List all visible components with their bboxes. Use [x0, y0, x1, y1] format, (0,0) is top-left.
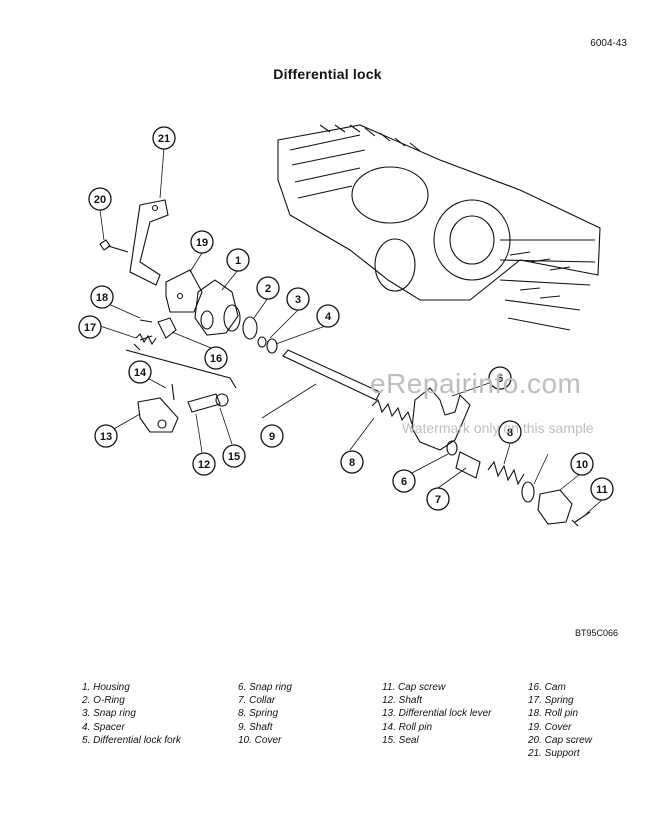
callout-9: 9	[260, 424, 284, 448]
figure-code: BT95C066	[574, 628, 618, 638]
legend-item: 4. Spacer	[82, 721, 125, 733]
callout-7: 7	[426, 487, 450, 511]
callout-18: 18	[90, 285, 114, 309]
callout-19: 19	[190, 230, 214, 254]
page-title: Differential lock	[273, 66, 382, 82]
legend-item: 21. Support	[528, 748, 580, 760]
callouts: 21 20 19 1 2 3 4 18 17 16 14 5 13 9 8 8 …	[78, 126, 614, 511]
svg-text:13: 13	[100, 431, 112, 443]
svg-text:2: 2	[265, 283, 271, 295]
legend-item: 5. Differential lock fork	[82, 734, 181, 746]
legend-item: 11. Cap screw	[382, 682, 446, 693]
legend-item: 10. Cover	[238, 734, 282, 746]
callout-20: 20	[88, 187, 112, 211]
svg-text:11: 11	[596, 484, 608, 496]
callout-13: 13	[94, 424, 118, 448]
spring	[371, 398, 413, 425]
svg-text:16: 16	[210, 353, 222, 365]
legend-item: 20. Cap screw	[528, 734, 592, 746]
callout-1: 1	[226, 248, 250, 272]
callout-17: 17	[78, 315, 102, 339]
callout-10: 10	[570, 452, 594, 476]
svg-text:7: 7	[435, 494, 441, 506]
svg-text:1: 1	[235, 255, 241, 267]
legend-item: 6. Snap ring	[238, 682, 292, 693]
differential-lock-lever	[137, 397, 179, 433]
callout-2: 2	[256, 276, 280, 300]
support	[129, 199, 169, 286]
page-number: 6004-43	[590, 38, 627, 49]
shaft	[282, 349, 381, 401]
spring-17	[135, 333, 157, 346]
callout-3: 3	[286, 287, 310, 311]
callout-14: 14	[128, 360, 152, 384]
cover	[165, 269, 203, 313]
legend-item: 13. Differential lock lever	[382, 708, 492, 720]
roll-pin-14	[171, 383, 175, 401]
collar	[455, 451, 481, 479]
svg-text:15: 15	[228, 451, 240, 463]
legend-column: 1. Housing 2. O-Ring 3. Snap ring 4. Spa…	[82, 681, 238, 760]
svg-text:20: 20	[94, 194, 106, 206]
svg-text:10: 10	[576, 459, 588, 471]
svg-text:3: 3	[295, 294, 301, 306]
callout-15: 15	[222, 444, 246, 468]
legend-column: 16. Cam 17. Spring 18. Roll pin 19. Cove…	[528, 681, 628, 760]
svg-text:8: 8	[507, 427, 513, 439]
watermark-note: Watermark only on this sample	[402, 420, 594, 436]
callout-5: 5	[488, 366, 512, 390]
legend-item: 8. Spring	[238, 708, 279, 720]
differential-lock-fork	[411, 387, 471, 451]
legend-item: 7. Collar	[238, 695, 276, 707]
o-ring	[242, 316, 258, 340]
svg-text:14: 14	[134, 367, 147, 379]
roll-pin-18	[139, 319, 153, 323]
svg-text:5: 5	[497, 373, 503, 385]
svg-text:19: 19	[196, 237, 208, 249]
legend-item: 9. Shaft	[238, 721, 273, 733]
watermark: eRepairinfo.com	[370, 368, 582, 399]
svg-text:17: 17	[84, 322, 96, 334]
cam	[157, 317, 177, 339]
legend-item: 3. Snap ring	[82, 708, 136, 720]
callout-11: 11	[590, 477, 614, 501]
callout-6: 6	[392, 469, 416, 493]
callout-21: 21	[152, 126, 176, 150]
legend-item: 1. Housing	[82, 682, 130, 693]
svg-text:8: 8	[349, 457, 355, 469]
callout-8: 8	[498, 420, 522, 444]
callout-16: 16	[204, 346, 228, 370]
callout-8b: 8	[340, 450, 364, 474]
svg-text:18: 18	[96, 292, 108, 304]
axle-housing	[277, 124, 601, 331]
svg-text:21: 21	[158, 133, 170, 145]
housing	[194, 279, 239, 336]
legend-item: 12. Shaft	[382, 695, 423, 707]
legend-item: 15. Seal	[382, 734, 419, 746]
legend-item: 16. Cam	[528, 682, 566, 693]
callout-12: 12	[192, 452, 216, 476]
svg-text:12: 12	[198, 459, 210, 471]
cap-screw	[99, 239, 129, 253]
legend-column: 6. Snap ring 7. Collar 8. Spring 9. Shaf…	[238, 681, 382, 760]
legend-item: 19. Cover	[528, 721, 572, 733]
svg-text:4: 4	[325, 311, 332, 323]
legend-item: 14. Roll pin	[382, 721, 433, 733]
parts-legend: 1. Housing 2. O-Ring 3. Snap ring 4. Spa…	[82, 681, 602, 760]
seal	[215, 393, 229, 407]
legend-item: 2. O-Ring	[82, 695, 125, 707]
legend-item: 18. Roll pin	[528, 708, 579, 720]
legend-column: 11. Cap screw 12. Shaft 13. Differential…	[382, 681, 528, 760]
svg-text:9: 9	[269, 431, 275, 443]
legend-item: 17. Spring	[528, 695, 574, 707]
callout-4: 4	[316, 304, 340, 328]
cover-10	[537, 489, 573, 525]
svg-text:6: 6	[401, 476, 407, 488]
shaft-12	[187, 393, 221, 413]
